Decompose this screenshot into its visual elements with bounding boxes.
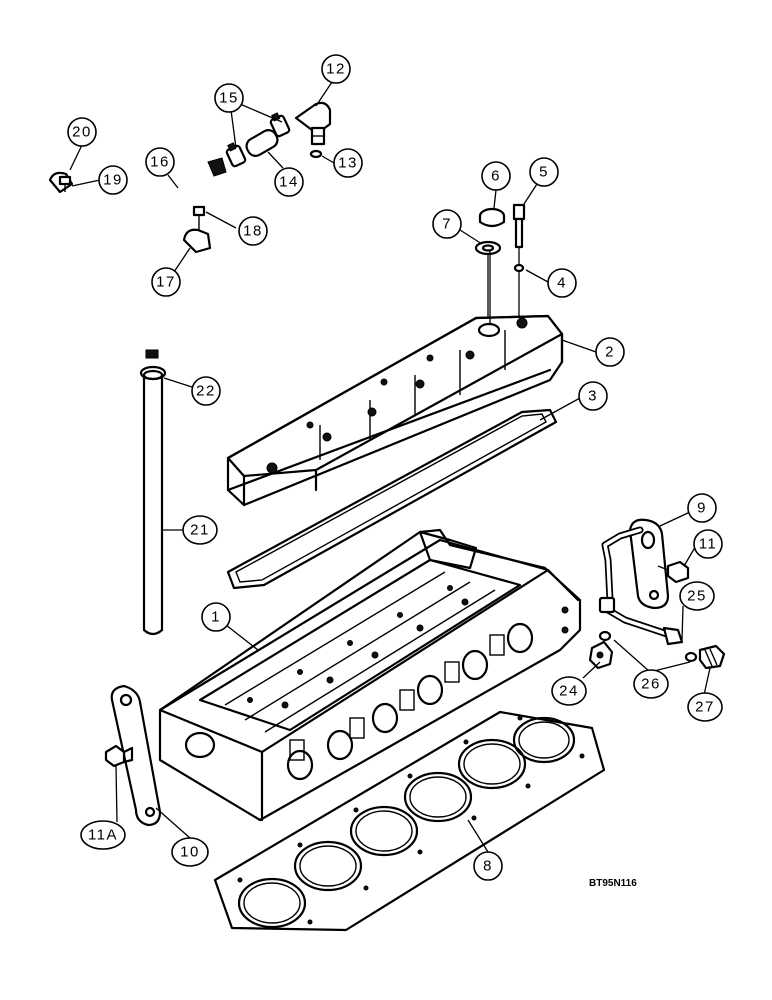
callout-label: 5 (539, 164, 549, 181)
callout-19: 19 (98, 165, 128, 195)
callout-label: 10 (180, 844, 200, 861)
callout-label: 17 (156, 274, 176, 291)
part-20-bolt (58, 175, 72, 192)
part-14-hose (245, 129, 279, 157)
part-11a-bolt (104, 744, 134, 768)
callout-20: 20 (67, 117, 97, 147)
callout-label: 25 (687, 588, 707, 605)
callout-label: 26 (641, 676, 661, 693)
leader-lines (69, 81, 711, 853)
callout-label: 12 (326, 61, 346, 78)
part-4-washer (513, 263, 525, 273)
callout-11: 11 (693, 529, 723, 559)
part-12-elbow-fitting (294, 101, 332, 146)
callout-label: 7 (442, 216, 452, 233)
callout-label: 15 (219, 90, 239, 107)
part-17-clamp (182, 228, 212, 254)
callout-26: 26 (633, 669, 669, 699)
callout-25: 25 (679, 581, 715, 611)
callout-2: 2 (595, 337, 625, 367)
callout-label: 11 (699, 536, 718, 553)
callout-label: 13 (338, 155, 358, 172)
part-2-valve-cover (226, 314, 564, 507)
callout-14: 14 (274, 167, 304, 197)
callout-11a: 11A (80, 820, 126, 850)
callout-label: 2 (605, 344, 615, 361)
callout-7: 7 (432, 209, 462, 239)
callout-13: 13 (333, 148, 363, 178)
callout-4: 4 (547, 268, 577, 298)
callout-label: 8 (483, 858, 493, 875)
callout-label: 4 (557, 275, 567, 292)
callout-label: 27 (695, 699, 715, 716)
part-1-cylinder-head (158, 528, 582, 822)
part-11-bolt (657, 560, 690, 584)
callout-label: 1 (211, 609, 221, 626)
callout-label: 6 (491, 168, 501, 185)
callout-label: 9 (697, 500, 707, 517)
callout-10: 10 (171, 837, 209, 867)
part-16-breather-tube (101, 157, 227, 359)
part-9-bracket (628, 518, 670, 610)
callout-label: 24 (559, 683, 579, 700)
callout-label: 19 (103, 172, 123, 189)
callout-label: 22 (196, 383, 216, 400)
part-18-bolt (192, 205, 206, 230)
part-7-seal (474, 240, 502, 325)
part-22-o-ring (139, 365, 167, 381)
callout-16: 16 (145, 147, 175, 177)
callout-label: 21 (190, 522, 210, 539)
callout-label: 3 (588, 388, 598, 405)
callout-22: 22 (191, 376, 221, 406)
callout-27: 27 (687, 692, 723, 722)
callout-18: 18 (238, 216, 268, 246)
callout-21: 21 (182, 515, 218, 545)
part-24-fitting (588, 640, 614, 670)
callout-5: 5 (529, 157, 559, 187)
callout-24: 24 (551, 676, 587, 706)
callout-label: 20 (72, 124, 92, 141)
part-6-oil-cap (478, 207, 506, 228)
part-8-head-gasket (213, 710, 606, 932)
callout-8: 8 (473, 851, 503, 881)
part-13-washer (309, 149, 323, 159)
part-3-cover-gasket (226, 408, 558, 590)
part-21-tube (142, 369, 164, 636)
part-26-washers (598, 630, 698, 663)
callout-17: 17 (151, 267, 181, 297)
callout-label: 18 (243, 223, 263, 240)
callout-label: 16 (150, 154, 170, 171)
callout-3: 3 (578, 381, 608, 411)
part-15-hose-clamps (225, 112, 291, 168)
callout-6: 6 (481, 161, 511, 191)
part-5-stud (512, 203, 526, 318)
part-25-pipe (598, 526, 684, 646)
callout-label: 11A (88, 827, 118, 844)
callout-label: 14 (279, 174, 299, 191)
drawing-reference-code: BT95N116 (589, 878, 637, 889)
callout-9: 9 (687, 493, 717, 523)
callout-1: 1 (201, 602, 231, 632)
part-27-connector (698, 644, 726, 670)
callout-15: 15 (214, 83, 244, 113)
callout-12: 12 (321, 54, 351, 84)
